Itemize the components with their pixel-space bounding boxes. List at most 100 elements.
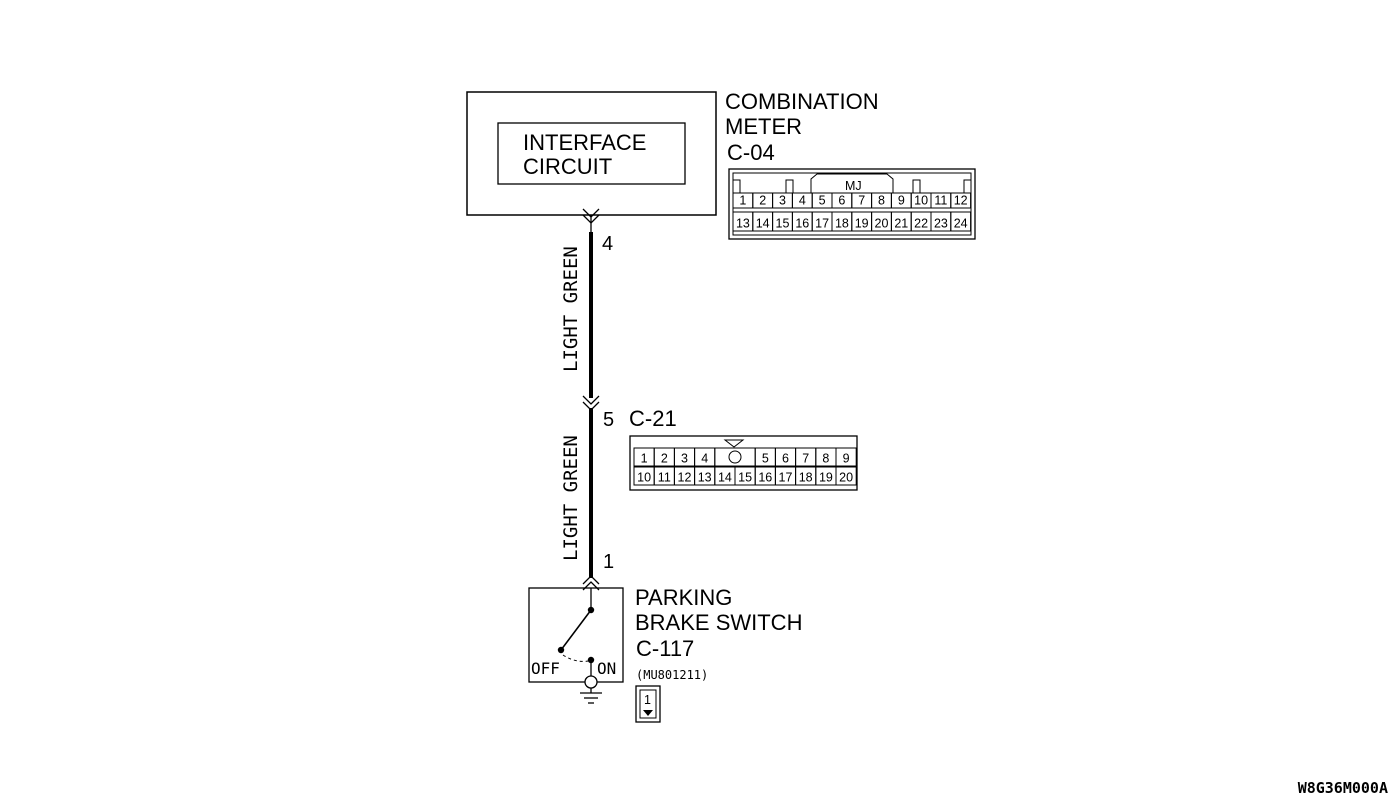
interface-circuit-label-2: CIRCUIT (523, 154, 612, 179)
connector-c-117-inner (639, 689, 657, 719)
pin-label: 5 (762, 452, 769, 466)
pin-label: 17 (779, 471, 793, 485)
pin-label: 2 (759, 194, 766, 208)
pin-label: 6 (838, 194, 845, 208)
pin-label: 15 (776, 217, 790, 231)
pin-cell (714, 447, 756, 467)
connector-c-04-latch-left (732, 179, 741, 194)
connector-c-21-key-hole (728, 450, 742, 464)
parking-brake-switch: OFF ON (528, 587, 624, 704)
pin-label: 11 (658, 471, 671, 485)
pin-label: 6 (782, 452, 789, 466)
joint-pin-number: 5 (603, 409, 614, 431)
pin-label: 7 (802, 452, 809, 466)
connector-c-117-outline (635, 685, 661, 723)
upper-wire-color-label: LIGHT GREEN (560, 246, 582, 372)
combination-meter-title-2: METER (725, 114, 802, 139)
pin-label: 16 (795, 217, 809, 231)
pin-label: 10 (914, 194, 928, 208)
pin-label: 20 (875, 217, 889, 231)
ground-terminal (584, 675, 598, 689)
pin-label: 24 (954, 217, 968, 231)
switch-blade (560, 609, 592, 651)
joint-connector-mark (582, 395, 600, 411)
interface-circuit-label-1: INTERFACE (523, 130, 646, 155)
pin-cell (950, 211, 972, 232)
combination-meter-title-1: COMBINATION (725, 89, 879, 114)
switch-connector-mark (582, 575, 600, 591)
pin-label: 20 (839, 471, 853, 485)
pin-label: 22 (914, 217, 928, 231)
pin-cell (950, 192, 972, 209)
pin-label: 4 (701, 452, 708, 466)
pin-label: 8 (822, 452, 829, 466)
switch-part-number: (MU801211) (636, 668, 708, 682)
pin-label: 18 (799, 471, 813, 485)
pin-label: 1 (641, 452, 648, 466)
switch-on-label: ON (597, 659, 616, 678)
switch-title-2: BRAKE SWITCH (635, 610, 802, 635)
pin-label: 11 (934, 194, 947, 208)
pin-label: 19 (819, 471, 833, 485)
pin-cell (835, 466, 857, 486)
pin-label: 14 (718, 471, 732, 485)
pin-label: 13 (736, 217, 750, 231)
combination-meter: INTERFACE CIRCUIT (466, 91, 717, 216)
pin-label: 13 (698, 471, 712, 485)
pin-label: 15 (738, 471, 752, 485)
switch-pin-number: 1 (603, 551, 614, 573)
meter-pin-number: 4 (602, 233, 613, 255)
pin-label: 16 (758, 471, 772, 485)
connector-face-c-117: 1 (635, 685, 661, 723)
switch-title-1: PARKING (635, 585, 732, 610)
joint-connector-id: C-21 (629, 406, 677, 431)
lower-wire-color-label: LIGHT GREEN (560, 435, 582, 561)
connector-c-21-outline (629, 435, 858, 491)
pin-label: 23 (934, 217, 948, 231)
pin-label: 21 (894, 217, 908, 231)
pin-label: 19 (855, 217, 869, 231)
connector-c-21-key (723, 439, 745, 448)
connector-c-04-tag: MJ (845, 179, 862, 193)
switch-travel-arc (562, 654, 590, 662)
pin-label: 14 (756, 217, 770, 231)
meter-connector-mark (582, 208, 600, 224)
connector-c-04-outline (728, 168, 976, 240)
switch-box (528, 587, 624, 683)
pin-label: 4 (799, 194, 806, 208)
interface-circuit-box (497, 122, 686, 185)
pin-cell (835, 447, 857, 467)
pin-label: 9 (843, 452, 850, 466)
combination-meter-connector-id: C-04 (727, 140, 775, 165)
pin-label: 3 (681, 452, 688, 466)
connector-c-04-latch-right (963, 179, 972, 194)
upper-wire: LIGHT GREEN 4 (560, 208, 613, 411)
connector-c-04-latch-3 (912, 179, 921, 194)
connector-c-04-latch-2 (785, 179, 794, 194)
switch-connector-id: C-117 (636, 636, 694, 661)
pin-label: 12 (954, 194, 968, 208)
connector-c-117-lock-mark (643, 710, 653, 716)
switch-off-contact (557, 646, 565, 654)
connector-c-117-pin: 1 (644, 693, 651, 707)
pin-label: 18 (835, 217, 849, 231)
lower-wire: LIGHT GREEN 5 1 (560, 408, 614, 591)
pin-label: 2 (661, 452, 668, 466)
pin-label: 10 (637, 471, 651, 485)
pin-label: 8 (878, 194, 885, 208)
pin-label: 5 (819, 194, 826, 208)
connector-c-04-key (810, 173, 894, 193)
pin-label: 17 (815, 217, 829, 231)
pin-label: 7 (858, 194, 865, 208)
drawing-id: W8G36M000A (1297, 779, 1388, 797)
pin-label: 1 (739, 194, 746, 208)
switch-off-label: OFF (531, 659, 560, 678)
pin-label: 3 (779, 194, 786, 208)
pin-label: 12 (678, 471, 692, 485)
pin-label: 9 (898, 194, 905, 208)
